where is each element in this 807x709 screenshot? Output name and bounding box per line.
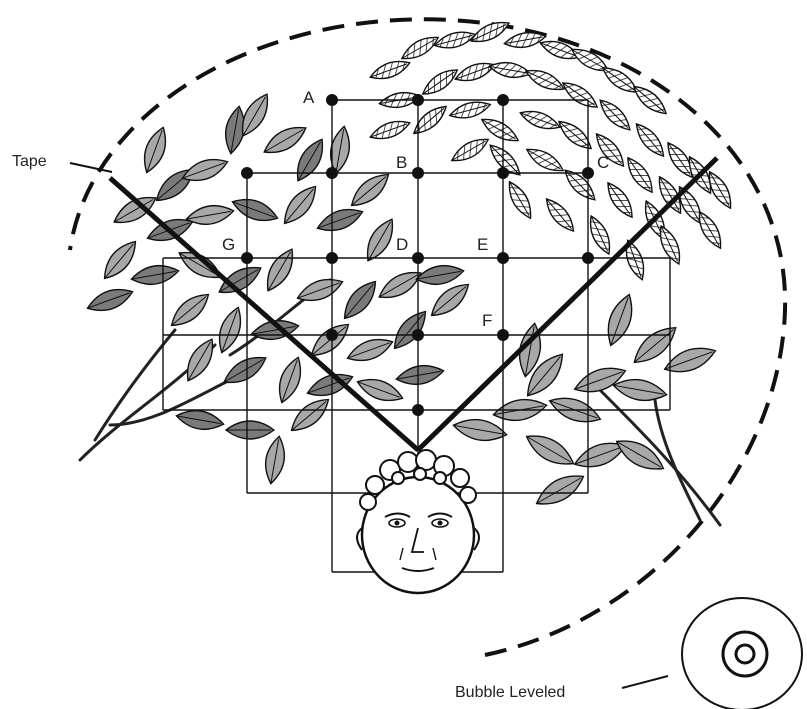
hatched-leaf <box>448 98 492 122</box>
hatched-leaf <box>488 59 532 80</box>
label-B: B <box>396 153 407 172</box>
label-E: E <box>477 235 488 254</box>
observer-face-icon <box>357 450 479 593</box>
tape-label: Tape <box>12 153 47 170</box>
label-C: C <box>597 153 609 172</box>
shaded-leaf <box>452 415 509 444</box>
hatched-leaf <box>518 106 562 134</box>
shaded-leaf <box>260 245 300 296</box>
hatched-leaf <box>398 31 441 64</box>
shaded-leaf <box>185 202 235 228</box>
hatched-leaf <box>503 178 536 221</box>
shaded-leaf <box>110 190 161 230</box>
shaded-leaf <box>601 291 638 349</box>
shaded-leaf <box>180 335 220 386</box>
hatched-leaf-cluster <box>368 17 737 282</box>
hatched-leaf <box>631 119 669 160</box>
shaded-leaf <box>175 245 226 285</box>
shaded-leaf <box>388 306 433 354</box>
hatched-leaf <box>559 77 601 113</box>
shaded-leaf <box>314 203 365 236</box>
label-D: D <box>396 235 408 254</box>
hatched-leaf <box>585 213 615 257</box>
label-A: A <box>303 88 315 107</box>
shaded-leaf <box>226 421 274 439</box>
shaded-leaf <box>262 435 288 485</box>
hatched-leaf <box>433 28 477 52</box>
hatched-leaf <box>368 56 412 84</box>
shaded-leaf <box>166 288 214 333</box>
bubble-label: Bubble Leveled <box>455 684 565 701</box>
shaded-leaf <box>612 375 669 404</box>
shaded-leaf <box>522 428 579 472</box>
hatched-leaf <box>409 101 450 139</box>
shaded-leaf <box>338 276 383 324</box>
shaded-leaf <box>532 468 589 512</box>
label-F: F <box>482 311 492 330</box>
hatched-leaf <box>523 143 566 176</box>
hatched-leaf <box>602 179 638 221</box>
label-G: G <box>222 235 235 254</box>
shaded-leaf <box>346 168 394 213</box>
bubble-leader-line <box>622 676 668 688</box>
hatched-leaf <box>599 62 641 98</box>
bubble-level-icon <box>682 598 802 709</box>
shaded-leaf <box>138 124 171 175</box>
hatched-leaf <box>368 116 412 144</box>
hatched-leaf <box>541 194 579 235</box>
shaded-leaf <box>220 350 271 390</box>
hatched-leaf <box>419 64 461 100</box>
shaded-leaf <box>415 262 465 288</box>
shaded-leaf <box>286 393 334 438</box>
shaded-leaf <box>395 362 445 388</box>
hatched-leaf <box>595 95 635 135</box>
shaded-leaf <box>84 283 135 316</box>
shaded-leaf <box>571 361 629 398</box>
hatched-leaf <box>560 165 600 205</box>
shaded-leaf <box>229 193 280 226</box>
hatched-leaf <box>622 154 658 196</box>
hatched-leaf <box>554 116 595 154</box>
shaded-leaf <box>130 262 180 288</box>
shaded-leaf <box>278 181 323 229</box>
hatched-leaf <box>523 65 567 95</box>
hatched-leaf <box>448 133 491 166</box>
shaded-leaf <box>612 433 669 477</box>
shaded-leaf <box>344 333 395 366</box>
shaded-leaf <box>175 407 225 433</box>
shaded-leaf <box>273 354 306 405</box>
shaded-leaf-cluster-left <box>84 90 474 485</box>
hatched-leaf <box>453 58 497 86</box>
